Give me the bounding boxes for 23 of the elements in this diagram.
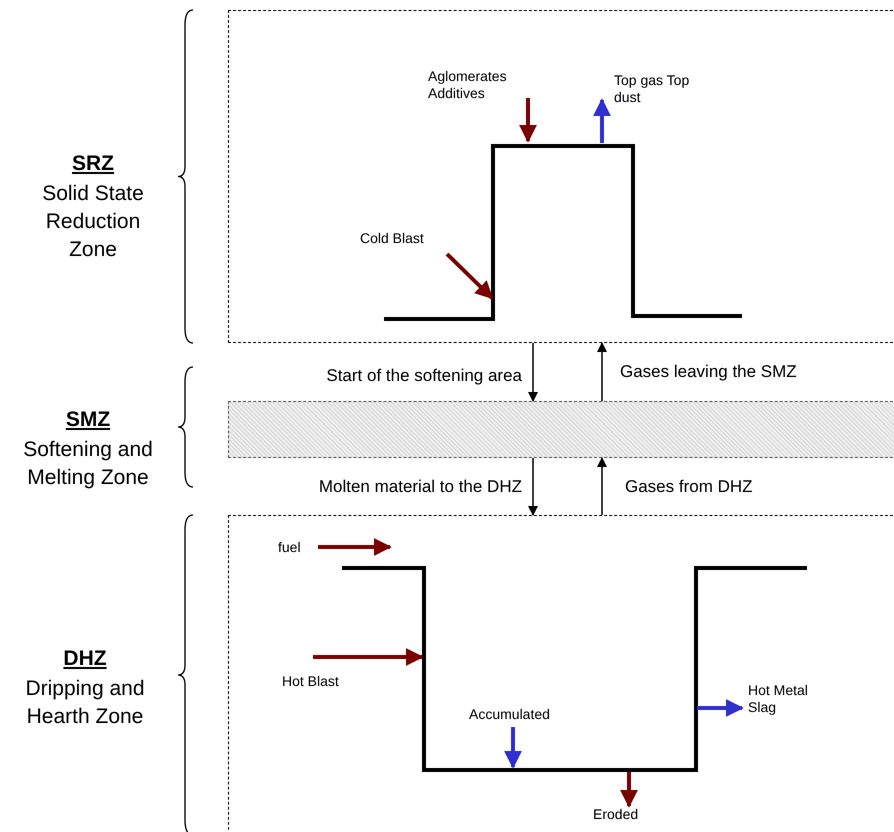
part-label: Top gas Top dust xyxy=(614,72,690,106)
edge-label: Start of the softening area xyxy=(326,366,522,386)
part-label: fuel xyxy=(278,539,302,556)
part-label: Hot Blast xyxy=(282,673,340,690)
part-label: Eroded xyxy=(593,806,640,823)
edge-label: Gases leaving the SMZ xyxy=(620,362,797,382)
hatched-band xyxy=(228,401,894,458)
arrow xyxy=(597,342,607,401)
zone-heading: DHZ xyxy=(62,646,108,672)
zone-name: Solid State Reduction Zone xyxy=(41,181,145,263)
zone-name: Dripping and Hearth Zone xyxy=(24,676,146,730)
arrow xyxy=(528,343,538,402)
arrow xyxy=(528,458,538,516)
part-label: Hot Metal Slag xyxy=(748,682,809,716)
part-label: Accumulated xyxy=(469,706,551,723)
zone-box xyxy=(228,515,894,832)
zone-name: Softening and Melting Zone xyxy=(22,437,154,491)
zone-box xyxy=(228,10,894,343)
zone-heading: SRZ xyxy=(71,151,115,177)
part-label: Cold Blast xyxy=(360,230,425,247)
part-label: Aglomerates Additives xyxy=(428,68,508,102)
zone-heading: SMZ xyxy=(64,407,112,433)
arrow xyxy=(597,457,607,515)
